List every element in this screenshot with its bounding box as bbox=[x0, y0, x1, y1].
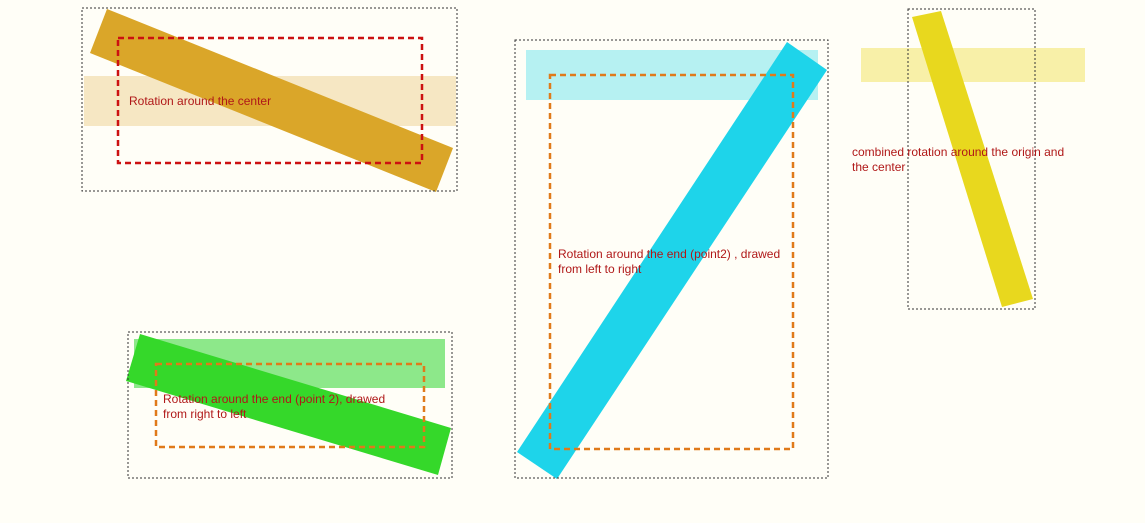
panel-end-rotation-left-to-right bbox=[514, 39, 829, 479]
rotation-bounds-dashed bbox=[548, 73, 795, 451]
panel-outline bbox=[514, 39, 829, 479]
label-combined-rotation: combined rotation around the origin and … bbox=[852, 145, 1065, 174]
panel-end-rotation-right-to-left bbox=[126, 331, 453, 479]
rotation-bounds-dashed bbox=[116, 36, 424, 165]
rotated-bar bbox=[912, 11, 1033, 307]
rotated-bar bbox=[90, 9, 453, 192]
panel-outline bbox=[81, 7, 458, 192]
label-center-rotation: Rotation around the center bbox=[129, 94, 272, 108]
panel-outline bbox=[907, 8, 1036, 310]
panel-combined-rotation bbox=[861, 8, 1085, 310]
unrotated-bar-ghost bbox=[861, 48, 1085, 82]
label-end-rotation-right-to-left: Rotation around the end (point 2), drawe… bbox=[163, 392, 386, 421]
rotation-bounds-dashed bbox=[154, 362, 426, 449]
panel-center-rotation bbox=[81, 7, 458, 192]
rotated-bar bbox=[126, 334, 451, 475]
label-end-rotation-left-to-right: Rotation around the end (point2) , drawe… bbox=[558, 247, 781, 276]
rotated-bar bbox=[517, 42, 827, 479]
panel-outline bbox=[127, 331, 453, 479]
